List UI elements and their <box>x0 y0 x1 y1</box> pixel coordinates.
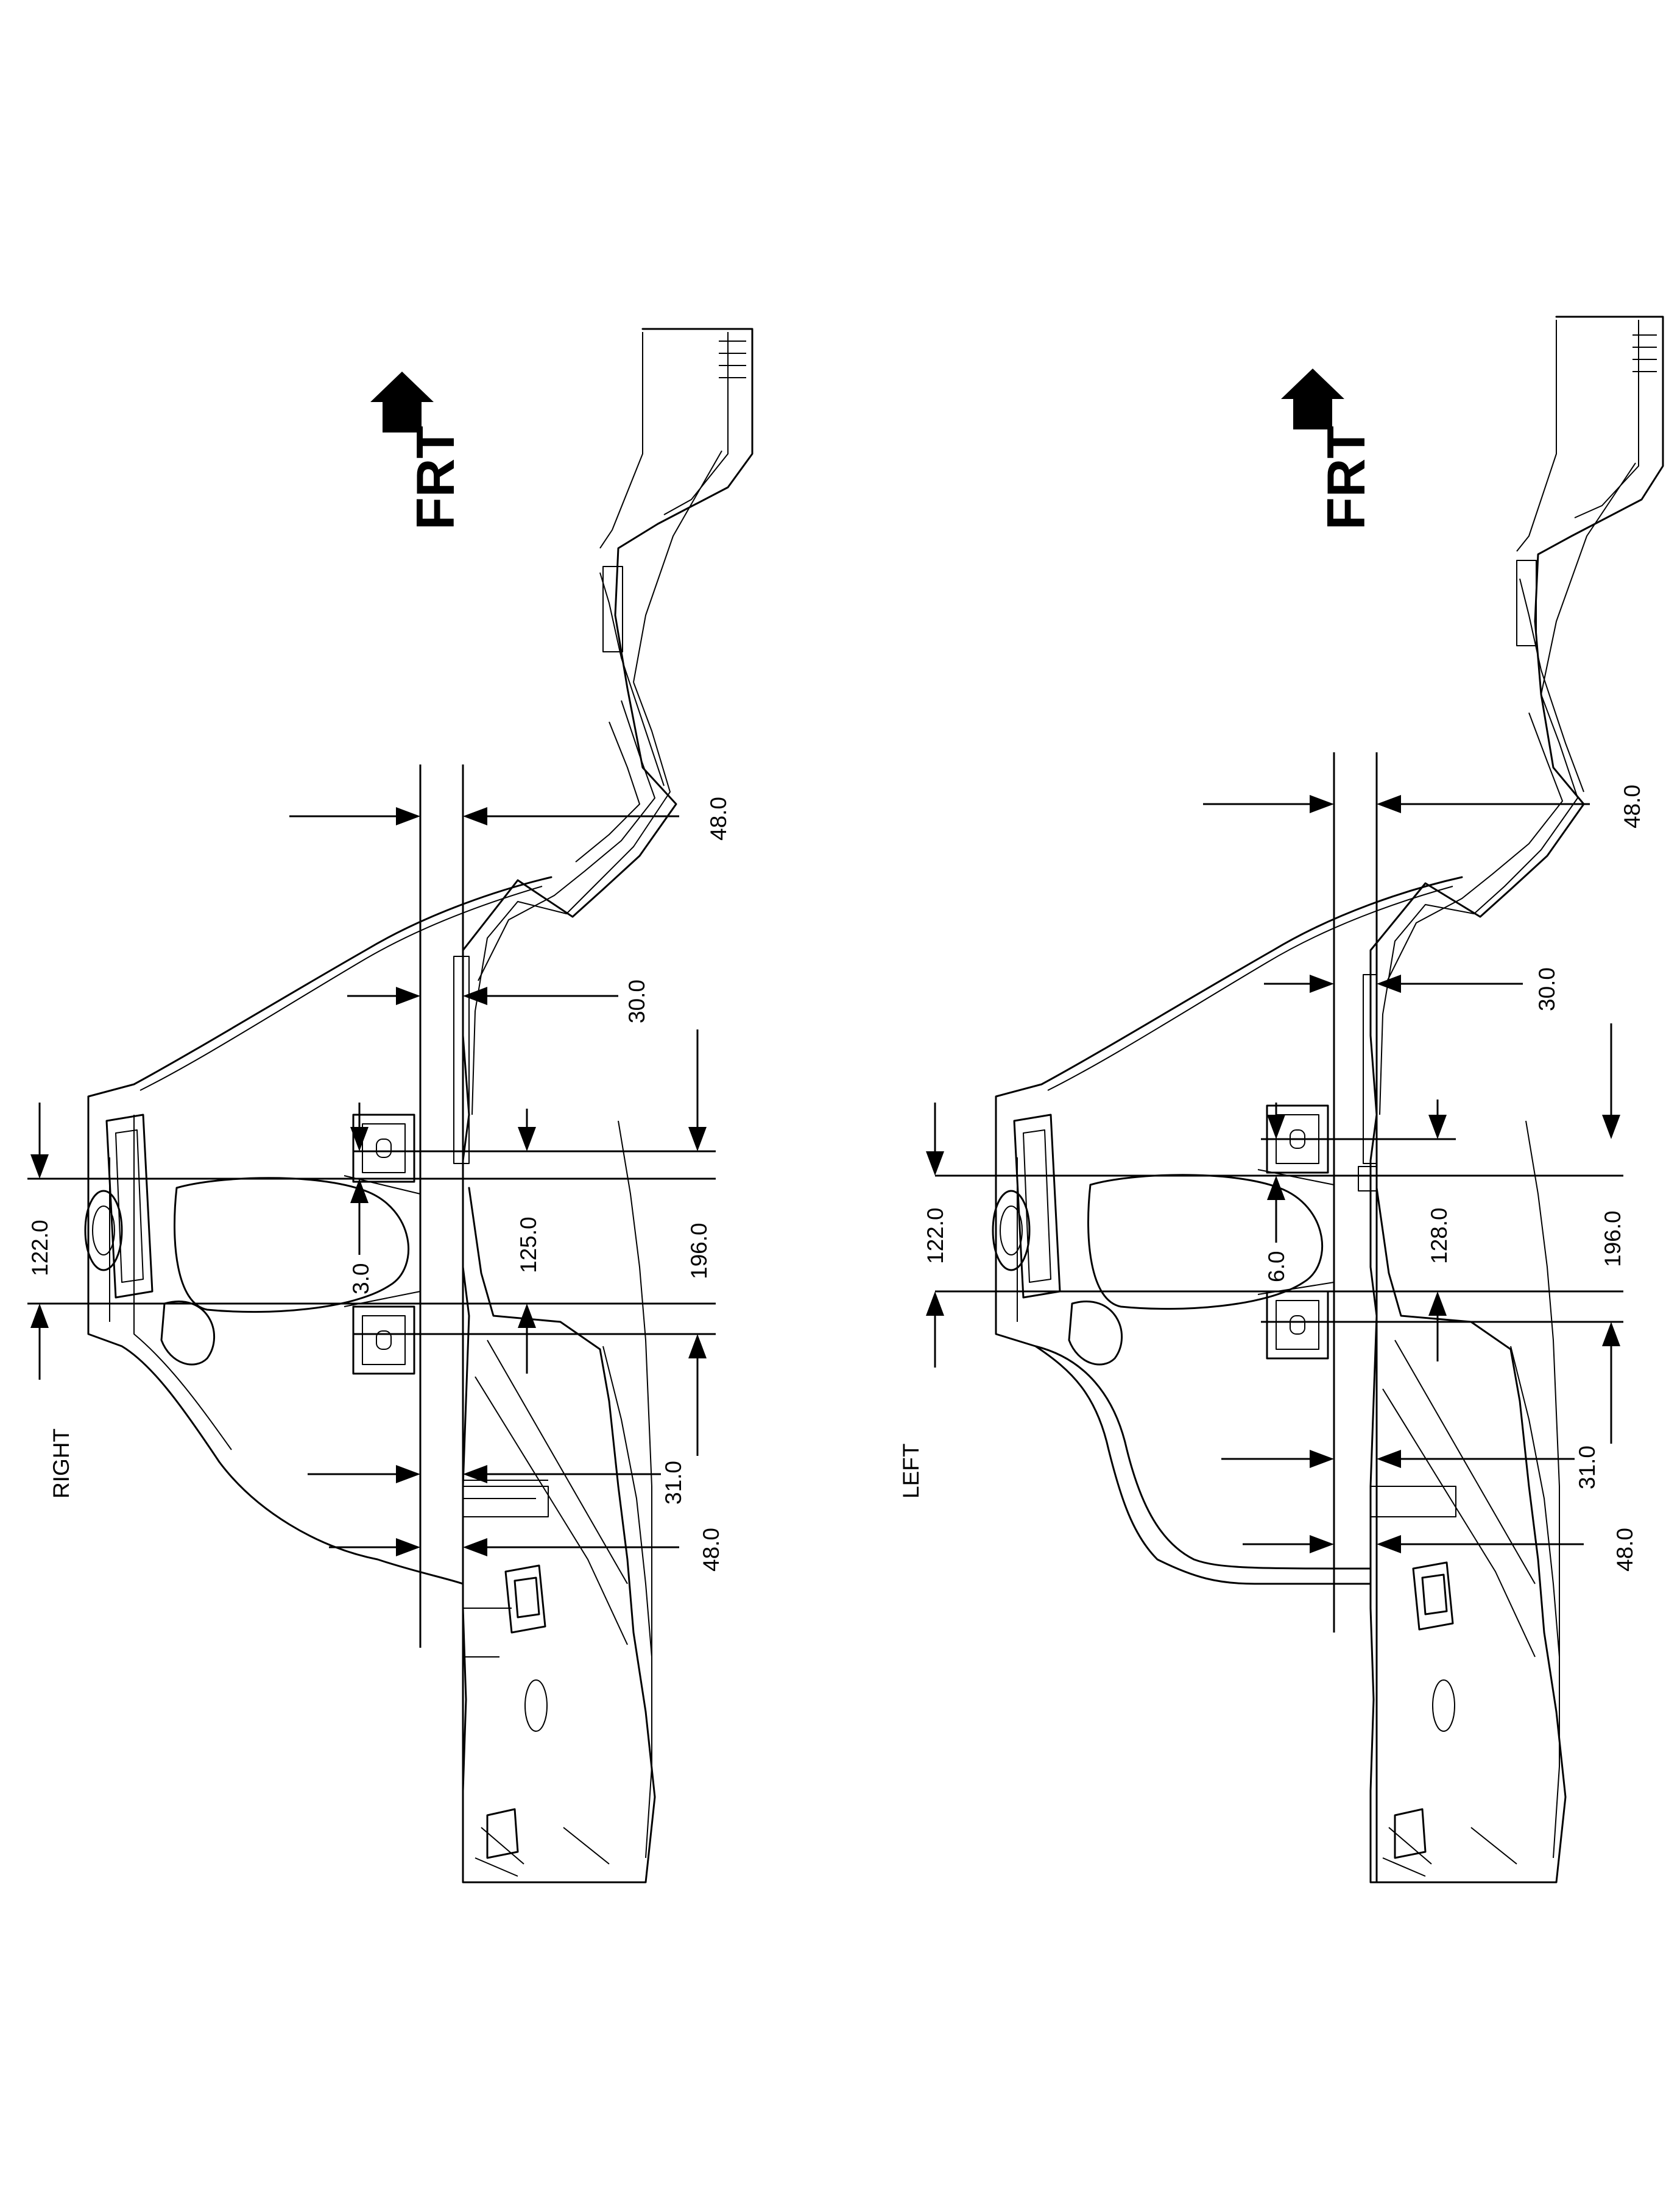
left-fender-edges <box>995 876 1463 1585</box>
right-reference-lines <box>27 764 716 1882</box>
right-side-label: RIGHT <box>49 1428 74 1499</box>
left-dim-128: 128.0 <box>1427 1207 1452 1264</box>
right-dim-48-bottom: 48.0 <box>699 1528 724 1572</box>
left-side-panel: FRT LEFT 48.0 30.0 122.0 6.0 128.0 196.0… <box>898 316 1664 1883</box>
right-dim-125: 125.0 <box>516 1216 541 1273</box>
right-side-panel: FRT RIGHT 48.0 30.0 122.0 3.0 125.0 196.… <box>27 328 754 1883</box>
right-frt-arrow-icon <box>370 372 434 432</box>
right-fender-edges <box>87 876 552 1585</box>
right-dim-48-top: 48.0 <box>706 797 731 841</box>
left-body-outline <box>1363 316 1664 1883</box>
left-dimension-arrows <box>926 795 1620 1553</box>
left-dim-6: 6.0 <box>1264 1251 1289 1282</box>
right-dim-30: 30.0 <box>624 980 649 1023</box>
left-dim-48-top: 48.0 <box>1620 785 1645 828</box>
right-dim-196: 196.0 <box>686 1223 711 1279</box>
left-dim-31: 31.0 <box>1575 1446 1600 1489</box>
right-brackets <box>344 1114 421 1375</box>
left-dim-48-bottom: 48.0 <box>1612 1528 1637 1572</box>
right-dim-3: 3.0 <box>348 1263 373 1294</box>
left-frt-arrow-icon <box>1281 369 1344 429</box>
right-dimension-arrows <box>30 807 707 1556</box>
right-dim-122: 122.0 <box>27 1220 52 1276</box>
right-dim-31: 31.0 <box>661 1461 686 1505</box>
left-frt-label: FRT <box>1316 426 1376 530</box>
left-dim-122: 122.0 <box>923 1207 948 1264</box>
left-dim-196: 196.0 <box>1600 1210 1625 1267</box>
left-reference-lines <box>935 752 1623 1882</box>
right-frt-label: FRT <box>405 426 465 530</box>
right-body-outline <box>453 328 754 1883</box>
left-side-label: LEFT <box>898 1444 923 1499</box>
left-dim-30: 30.0 <box>1534 967 1559 1011</box>
left-spare-tire-well <box>992 1114 1323 1366</box>
